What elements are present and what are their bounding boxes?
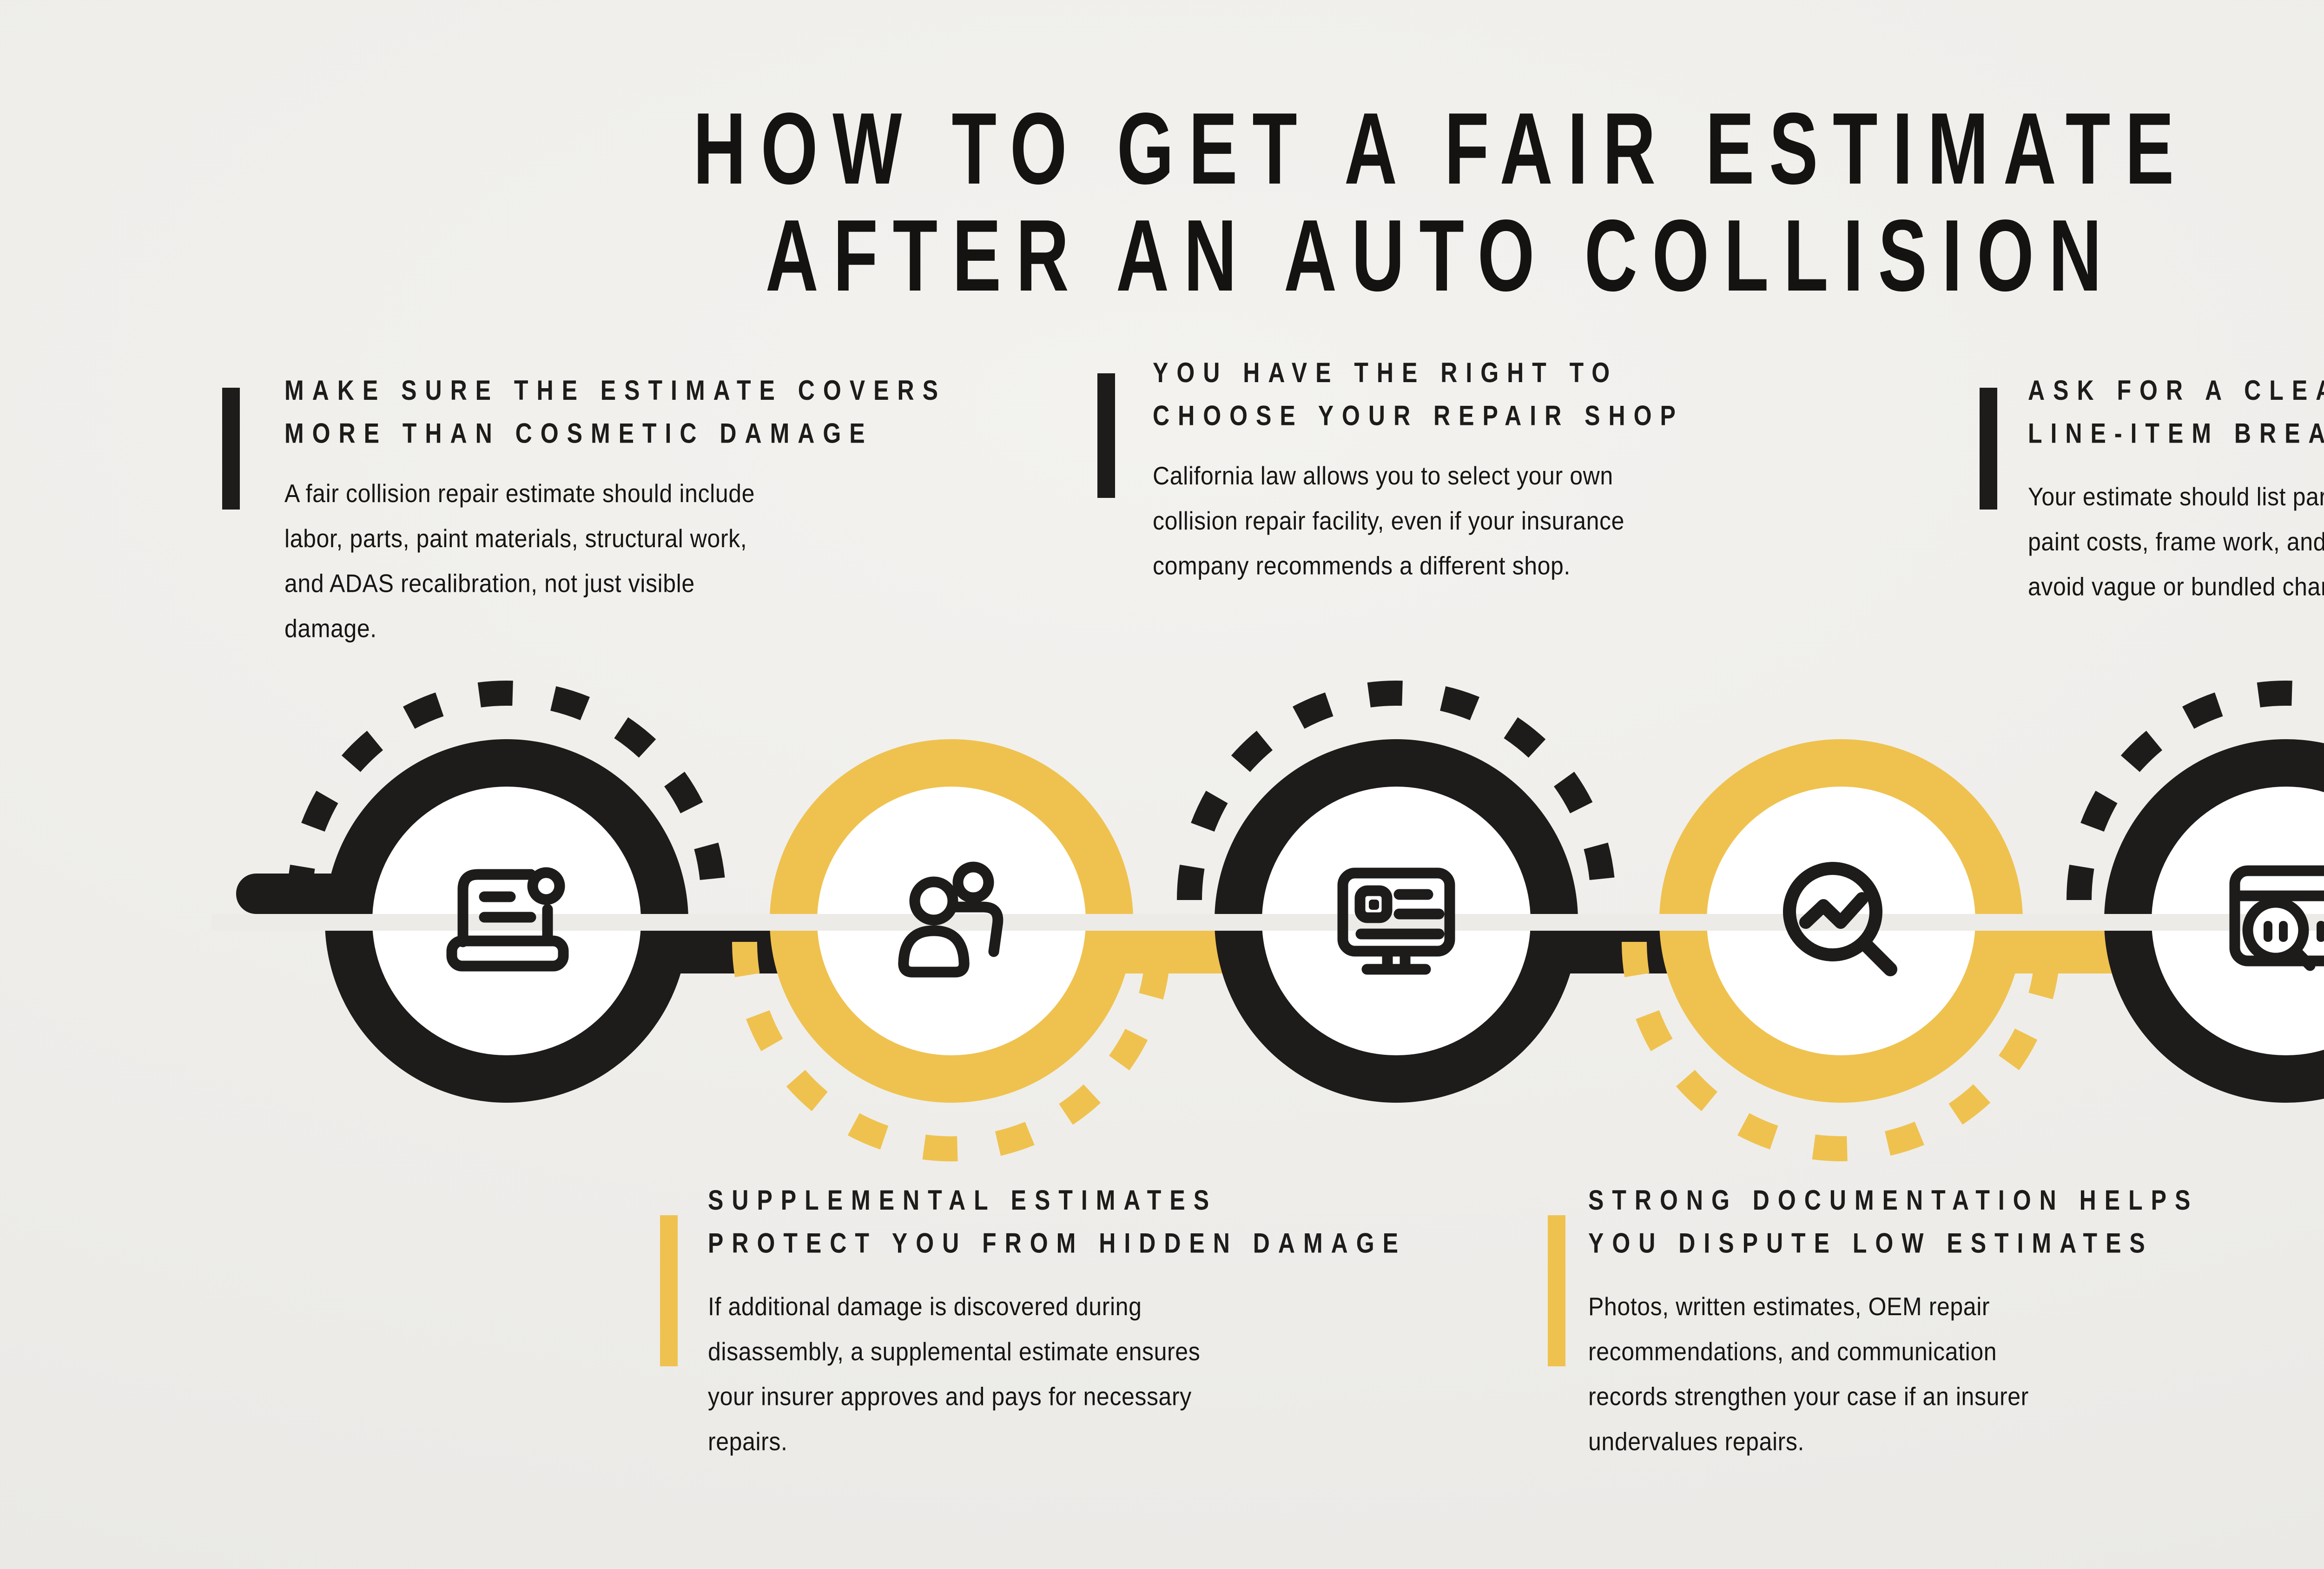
magnifier-trend-icon [1783, 862, 1897, 976]
accent-bar [1548, 1215, 1565, 1366]
section-coverage: MAKE SURE THE ESTIMATE COVERS MORE THAN … [222, 369, 1098, 643]
section-heading: STRONG DOCUMENTATION HELPS YOU DISPUTE L… [1588, 1185, 2199, 1259]
section-body: California law allows you to select your… [1153, 461, 1625, 580]
section-heading: SUPPLEMENTAL ESTIMATES PROTECT YOU FROM … [708, 1185, 1406, 1259]
laptop-estimate-icon [446, 867, 569, 972]
step-2-dashed-arc [732, 941, 1171, 1161]
monitor-claim-form-icon [1337, 867, 1455, 975]
chain-cut-line [211, 914, 2324, 931]
section-heading: MAKE SURE THE ESTIMATE COVERS MORE THAN … [284, 375, 946, 449]
step-3-dashed-arc [1177, 681, 1616, 900]
accent-bar [1980, 388, 1997, 510]
section-line-item-breakdown: ASK FOR A CLEAR LINE-ITEM BREAKDOWN Your… [1980, 369, 2324, 601]
accent-bar [660, 1215, 678, 1366]
section-body: If additional damage is discovered durin… [708, 1292, 1201, 1456]
section-supplemental-estimates: SUPPLEMENTAL ESTIMATES PROTECT YOU FROM … [660, 1179, 1521, 1456]
accent-bar [1097, 373, 1115, 498]
section-body: A fair collision repair estimate should … [284, 479, 755, 643]
section-repair-shop-choice: YOU HAVE THE RIGHT TO CHOOSE YOUR REPAIR… [1097, 351, 1966, 580]
section-body: Your estimate should list parts, labor h… [2028, 482, 2324, 601]
section-body: Photos, written estimates, OEM repair re… [1588, 1292, 2029, 1456]
section-heading: ASK FOR A CLEAR LINE-ITEM BREAKDOWN [2028, 375, 2324, 449]
step-4-dashed-arc [1622, 941, 2060, 1161]
section-heading: YOU HAVE THE RIGHT TO CHOOSE YOUR REPAIR… [1153, 357, 1684, 431]
people-consultation-icon [898, 861, 1004, 978]
accent-bar [222, 388, 240, 510]
page-title: HOW TO GET A FAIR ESTIMATE AFTER AN AUTO… [693, 92, 2189, 313]
step-1-dashed-arc [287, 681, 726, 900]
records-search-icon [2229, 865, 2324, 971]
step-5-dashed-arc [2067, 681, 2324, 900]
section-documentation: STRONG DOCUMENTATION HELPS YOU DISPUTE L… [1548, 1179, 2324, 1456]
